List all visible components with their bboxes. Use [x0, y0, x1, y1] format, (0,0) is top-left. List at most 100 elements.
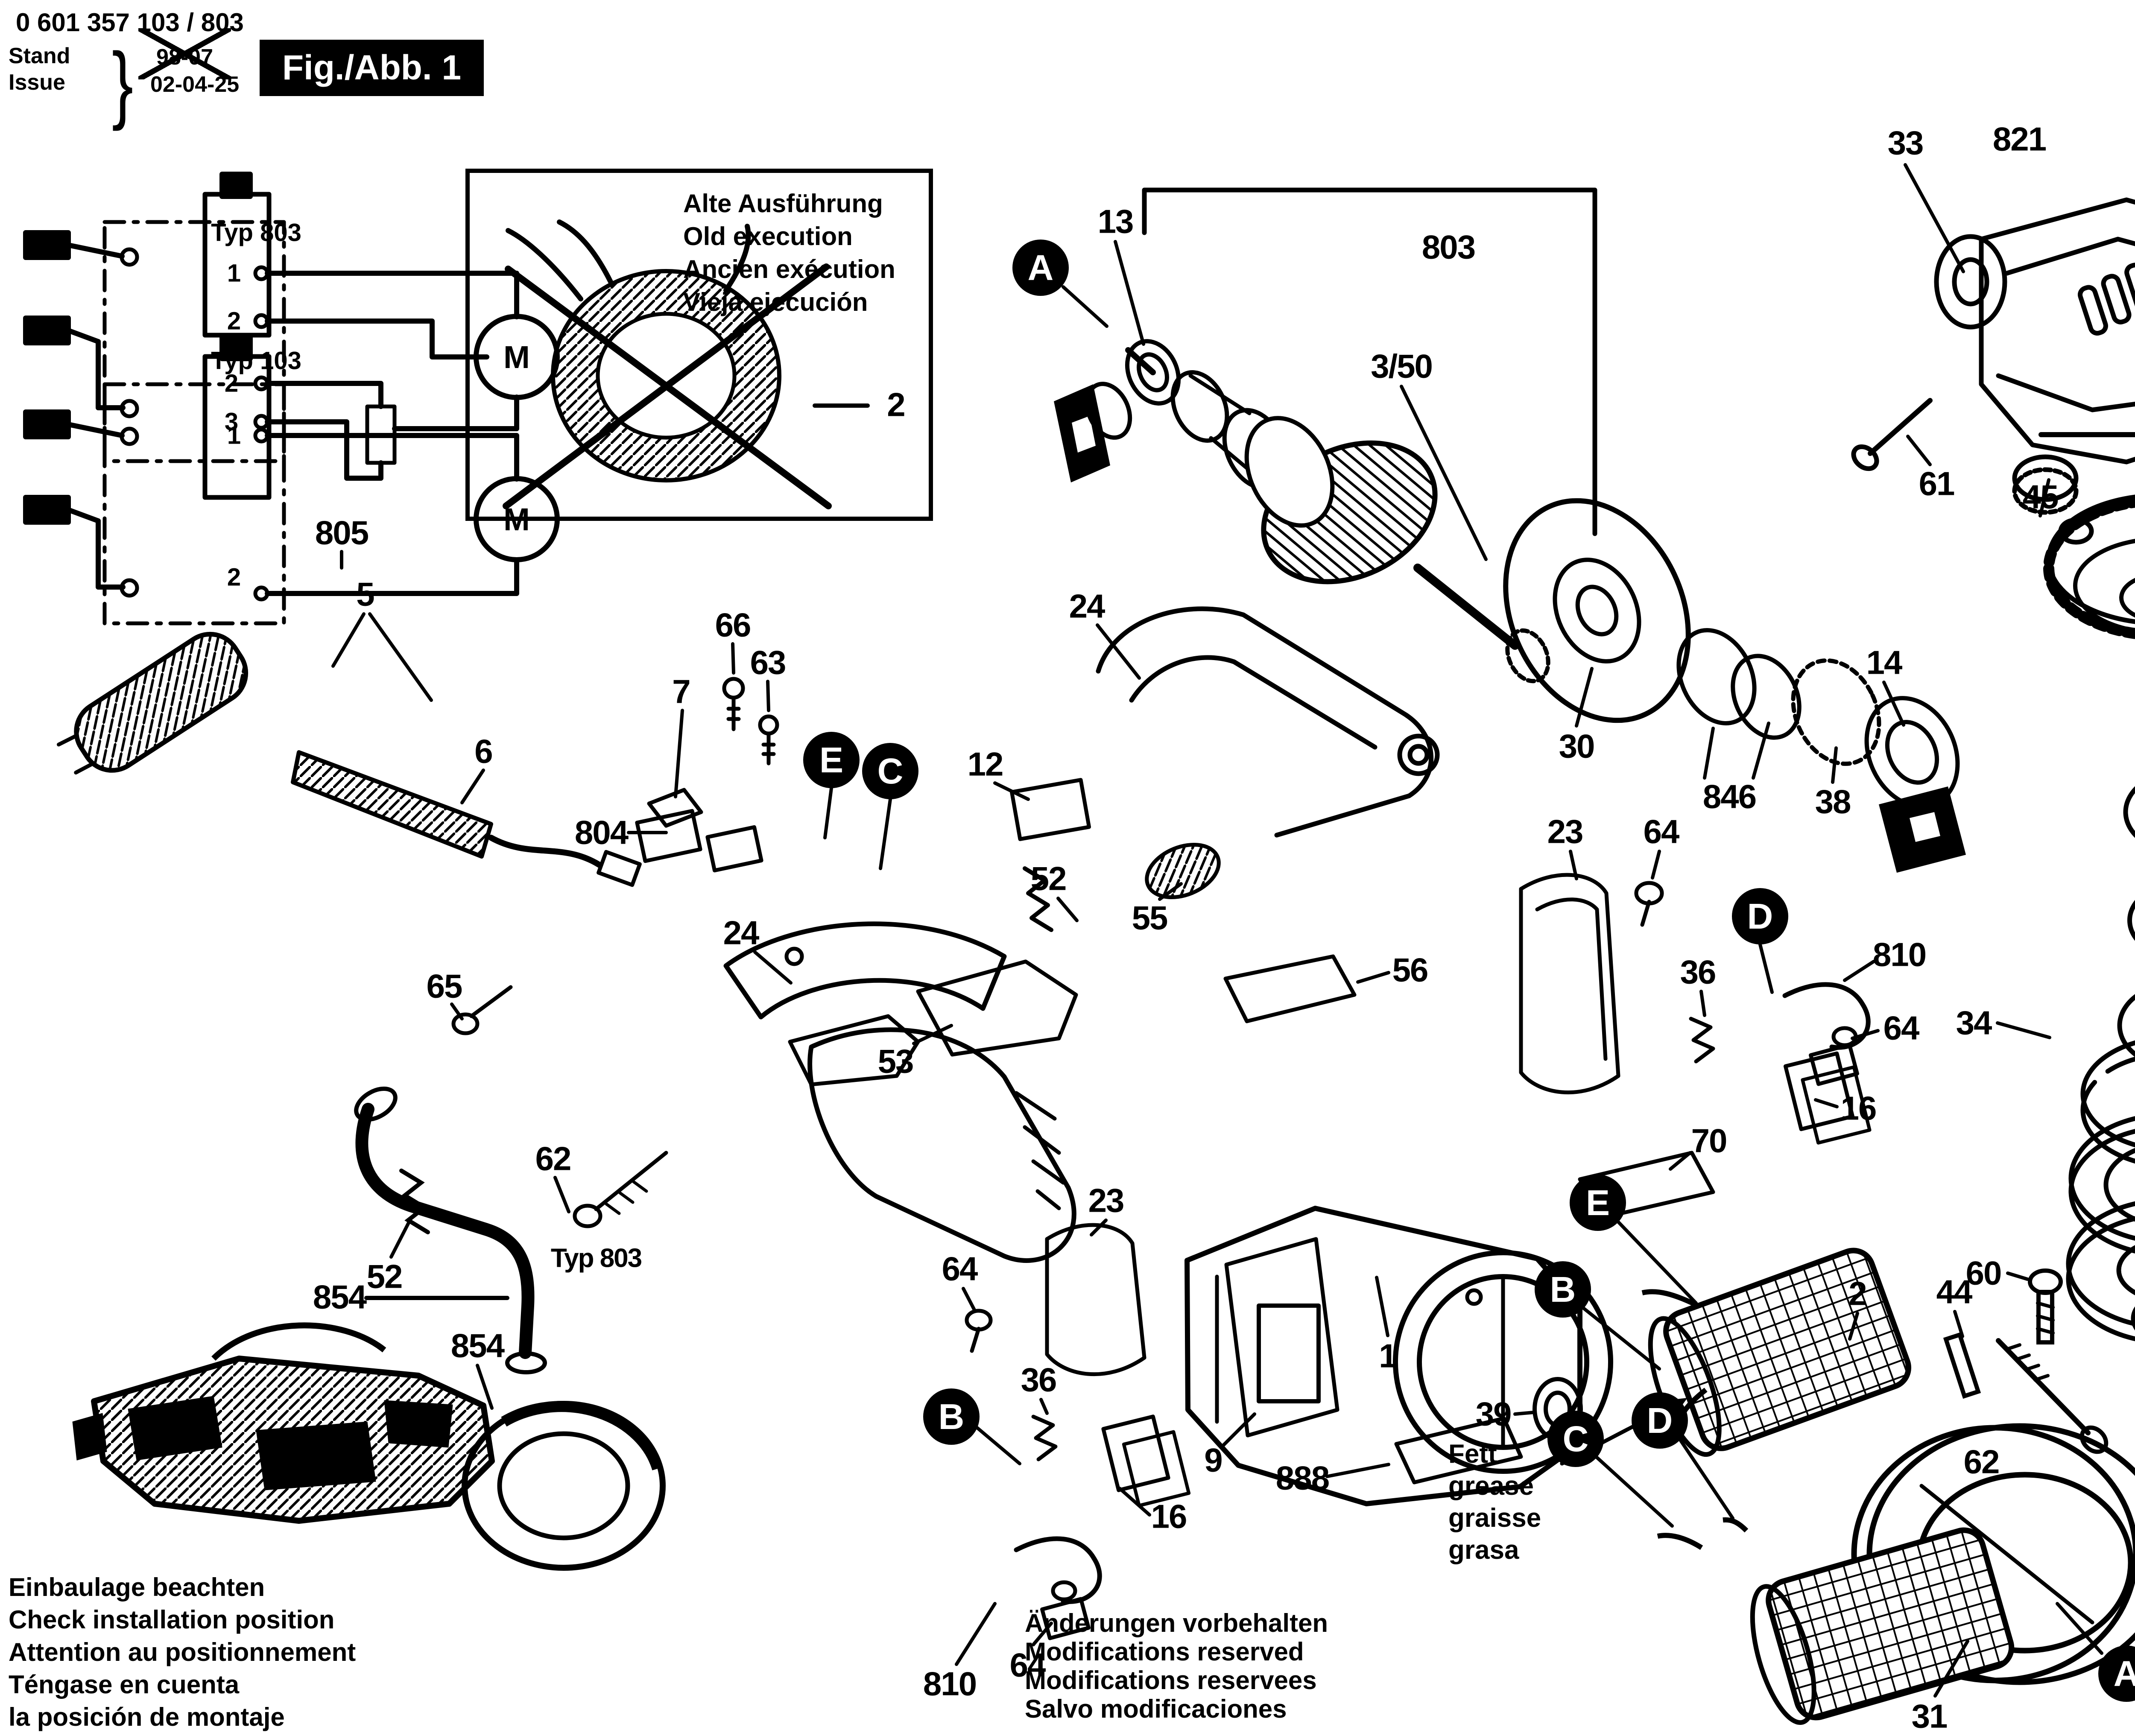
note-line: grease [1448, 1471, 1534, 1501]
part-label-803: 803 [1421, 228, 1476, 266]
part-label-56: 56 [1392, 951, 1429, 989]
part-label-64: 64 [1883, 1009, 1920, 1047]
note-line: Téngase en cuenta [9, 1670, 240, 1699]
field-coil-upper [1641, 1248, 1912, 1457]
old-execution-box [465, 169, 933, 521]
switch-parts [635, 778, 1221, 1087]
motor-housing [1184, 1206, 1613, 1506]
part-label-810: 810 [1872, 935, 1927, 973]
note-line: Modifications reserved [1025, 1637, 1304, 1666]
leader-lines [331, 163, 2135, 1698]
section-marker-C: C [862, 743, 918, 799]
part-label-36: 36 [1021, 1361, 1057, 1399]
power-cord [56, 631, 779, 887]
part-label-12: 12 [967, 745, 1004, 783]
part-label-805: 805 [315, 514, 369, 552]
section-marker-B: B [923, 1388, 980, 1445]
section-marker-D: D [1632, 1392, 1688, 1449]
note-line: grasa [1448, 1535, 1519, 1565]
part-label-9: 9 [1204, 1441, 1223, 1479]
part-label-39: 39 [1475, 1395, 1512, 1433]
part-label-61: 61 [1919, 465, 1955, 503]
part-label-52: 52 [1030, 859, 1067, 897]
part-label-14: 14 [1866, 643, 1903, 681]
part-label-810: 810 [923, 1665, 977, 1703]
section-marker-B: B [1535, 1261, 1591, 1318]
note-line: Änderungen vorbehalten [1025, 1609, 1328, 1637]
part-label-846: 846 [1702, 777, 1757, 815]
wiring-typ103-title: Typ 103 [211, 347, 301, 375]
part-label-36: 36 [1680, 953, 1717, 991]
wiring-typ803-title: Typ 803 [211, 219, 301, 247]
part-label-64: 64 [1009, 1646, 1046, 1684]
terminal-number: 1 [227, 259, 241, 287]
terminal-number: 2 [224, 369, 239, 397]
terminal-number: 1 [227, 421, 241, 450]
part-label-52: 52 [366, 1257, 403, 1295]
part-label-34: 34 [1956, 1004, 1992, 1042]
part-label-33: 33 [1887, 124, 1924, 162]
motor-letter: M [503, 339, 530, 375]
part-label-3-50: 3/50 [1371, 347, 1433, 385]
part-label-60: 60 [1965, 1254, 2002, 1292]
armature-assembly [1054, 339, 1966, 873]
part-label-854: 854 [313, 1278, 367, 1316]
part-label-804: 804 [574, 813, 629, 851]
section-marker-D: D [1732, 888, 1788, 944]
part-label-44: 44 [1936, 1273, 1973, 1311]
crown-gear [2043, 494, 2135, 639]
type-label: Typ 803 [550, 1243, 642, 1273]
part-label-7: 7 [672, 672, 690, 710]
terminal-number: 2 [227, 563, 241, 591]
section-marker-A: A [2098, 1645, 2135, 1702]
part-label-2: 2 [1848, 1274, 1867, 1312]
part-label-1: 1 [1379, 1337, 1397, 1375]
part-label-38: 38 [1815, 783, 1851, 821]
part-label-55: 55 [1132, 899, 1168, 937]
part-label-53: 53 [877, 1042, 914, 1080]
terminal-number: 2 [227, 307, 241, 335]
section-marker-A: A [1012, 240, 1069, 296]
assembled-tool [72, 1322, 666, 1571]
gear-head-housing [1851, 197, 2135, 545]
figure-label: Fig./Abb. 1 [260, 40, 484, 96]
part-label-old-execution-ref: 2 [887, 386, 905, 424]
note-line: Alte Ausführung [683, 189, 883, 218]
issue-label: Issue [9, 70, 65, 95]
part-label-16: 16 [1151, 1497, 1187, 1535]
part-label-5: 5 [356, 575, 374, 613]
wiring-diagram-typ103: M [23, 334, 560, 625]
part-label-70: 70 [1691, 1122, 1728, 1160]
note-line: Ancien exécution [683, 255, 895, 283]
part-label-23: 23 [1547, 812, 1584, 850]
note-line: Check installation position [9, 1605, 335, 1634]
part-label-45: 45 [2022, 478, 2059, 516]
stand-value-crossed: 98-07 [138, 28, 231, 79]
bearing-column [2066, 786, 2135, 1341]
stand-label: Stand [9, 44, 70, 68]
brush-parts-lower [451, 985, 1191, 1640]
part-label-16: 16 [1840, 1089, 1877, 1127]
part-label-64: 64 [1643, 812, 1680, 850]
part-label-888: 888 [1275, 1459, 1330, 1497]
note-line: graisse [1448, 1503, 1541, 1533]
part-label-63: 63 [750, 643, 787, 681]
part-label-30: 30 [1559, 727, 1595, 765]
revision-block: Stand Issue [9, 43, 70, 96]
part-label-23: 23 [1088, 1181, 1125, 1219]
note-line: Salvo modificaciones [1025, 1695, 1287, 1723]
part-label-24: 24 [723, 914, 760, 952]
part-label-31: 31 [1911, 1697, 1948, 1735]
section-marker-E: E [803, 732, 860, 788]
issue-value: 02-04-25 [150, 72, 240, 97]
part-label-65: 65 [426, 967, 463, 1005]
note-line: Vieja ejecución [683, 288, 868, 316]
part-label-6: 6 [474, 732, 493, 770]
note-line: Attention au positionnement [9, 1638, 356, 1666]
section-marker-C: C [1547, 1411, 1604, 1467]
